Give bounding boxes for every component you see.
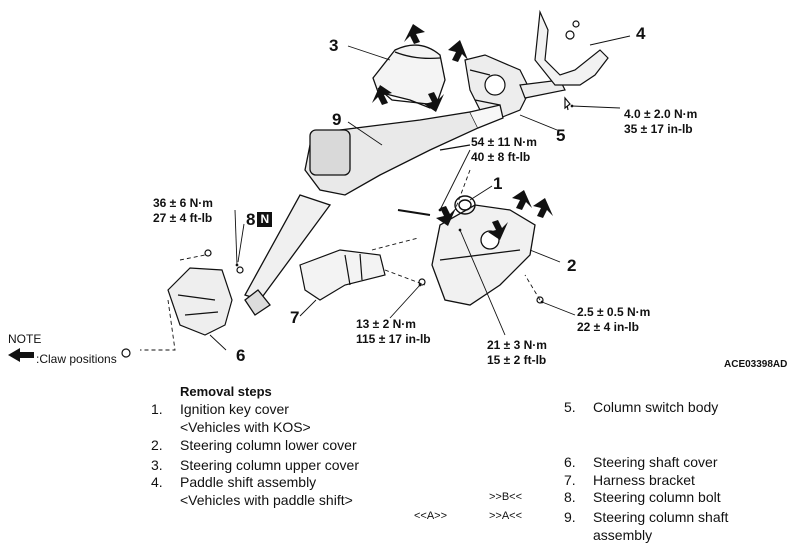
harness-bracket-part <box>299 249 386 301</box>
step-text: Steering shaft cover <box>593 454 718 470</box>
step-mark-a: >>A<< <box>489 510 523 522</box>
step-line: Ignition key cover <box>180 401 289 417</box>
step-number: 1. <box>151 401 163 417</box>
step-number: 9. <box>564 509 576 525</box>
shaft-cover-part <box>167 267 233 336</box>
removal-steps-title: Removal steps <box>180 384 272 399</box>
torque-metric: 21 ± 3 N·m <box>487 338 547 352</box>
step-number: 2. <box>151 437 163 453</box>
column-shaft-part <box>244 104 504 316</box>
claw-arrows <box>8 24 553 362</box>
callout-3: 3 <box>329 36 339 55</box>
leader-lines <box>209 35 631 351</box>
step-text: Paddle shift assembly <Vehicles with pad… <box>180 473 353 509</box>
callout-8-badge: N <box>257 212 273 227</box>
step-mark-a-install: <<A>> <box>414 510 448 522</box>
step-line: <Vehicles with paddle shift> <box>180 492 353 508</box>
key-cover-ring-part <box>454 195 476 215</box>
torque-label-1: 21 ± 3 N·m 15 ± 2 ft-lb <box>487 338 547 368</box>
step-number: 6. <box>564 454 576 470</box>
callout-9: 9 <box>332 110 342 129</box>
torque-metric: 54 ± 11 N·m <box>471 135 537 149</box>
step-text: Column switch body <box>593 399 719 415</box>
callout-4: 4 <box>636 24 646 43</box>
callout-2: 2 <box>567 256 577 275</box>
step-text: Steering column lower cover <box>180 437 357 453</box>
torque-imperial: 22 ± 4 in-lb <box>577 320 639 334</box>
callout-6: 6 <box>236 346 246 365</box>
callout-8-number: 8 <box>246 210 256 229</box>
exploded-diagram <box>8 9 631 362</box>
step-text: Ignition key cover <Vehicles with KOS> <box>180 400 311 436</box>
step-text: Steering column upper cover <box>180 457 359 473</box>
assembly-lines <box>140 169 541 351</box>
note-legend: :Claw positions <box>36 352 117 366</box>
torque-imperial: 35 ± 17 in-lb <box>624 122 693 136</box>
step-number: 7. <box>564 472 576 488</box>
callout-1: 1 <box>493 174 503 193</box>
step-line: Steering column shaft <box>593 509 729 525</box>
torque-imperial: 40 ± 8 ft-lb <box>471 150 531 164</box>
paddle-shift-part <box>534 9 609 111</box>
torque-metric: 4.0 ± 2.0 N·m <box>624 107 698 121</box>
step-text: Steering column bolt <box>593 489 721 505</box>
step-text: Steering column shaft assembly <box>593 508 728 544</box>
step-line: assembly <box>593 527 653 543</box>
column-switch-part <box>464 54 566 119</box>
upper-cover-part <box>372 44 446 109</box>
step-line: <Vehicles with KOS> <box>180 419 311 435</box>
torque-imperial: 115 ± 17 in-lb <box>356 332 431 346</box>
torque-label-7: 13 ± 2 N·m 115 ± 17 in-lb <box>356 317 431 347</box>
torque-label-9: 54 ± 11 N·m 40 ± 8 ft-lb <box>471 135 537 165</box>
step-number: 4. <box>151 474 163 490</box>
torque-metric: 13 ± 2 N·m <box>356 317 416 331</box>
torque-imperial: 15 ± 2 ft-lb <box>487 353 547 367</box>
step-number: 5. <box>564 399 576 415</box>
step-number: 8. <box>564 489 576 505</box>
torque-label-2: 2.5 ± 0.5 N·m 22 ± 4 in-lb <box>577 305 650 335</box>
torque-metric: 36 ± 6 N·m <box>153 196 213 210</box>
figure-code: ACE03398AD <box>724 359 788 370</box>
note-title: NOTE <box>8 332 42 346</box>
step-line: Paddle shift assembly <box>180 474 317 490</box>
torque-metric: 2.5 ± 0.5 N·m <box>577 305 651 319</box>
torque-imperial: 27 ± 4 ft-lb <box>153 211 213 225</box>
callout-7: 7 <box>290 308 300 327</box>
step-number: 3. <box>151 457 163 473</box>
torque-label-8: 36 ± 6 N·m 27 ± 4 ft-lb <box>153 196 213 226</box>
callout-5: 5 <box>556 126 566 145</box>
torque-label-4: 4.0 ± 2.0 N·m 35 ± 17 in-lb <box>624 107 697 137</box>
step-mark-b: >>B<< <box>489 491 523 503</box>
step-text: Harness bracket <box>593 472 695 488</box>
